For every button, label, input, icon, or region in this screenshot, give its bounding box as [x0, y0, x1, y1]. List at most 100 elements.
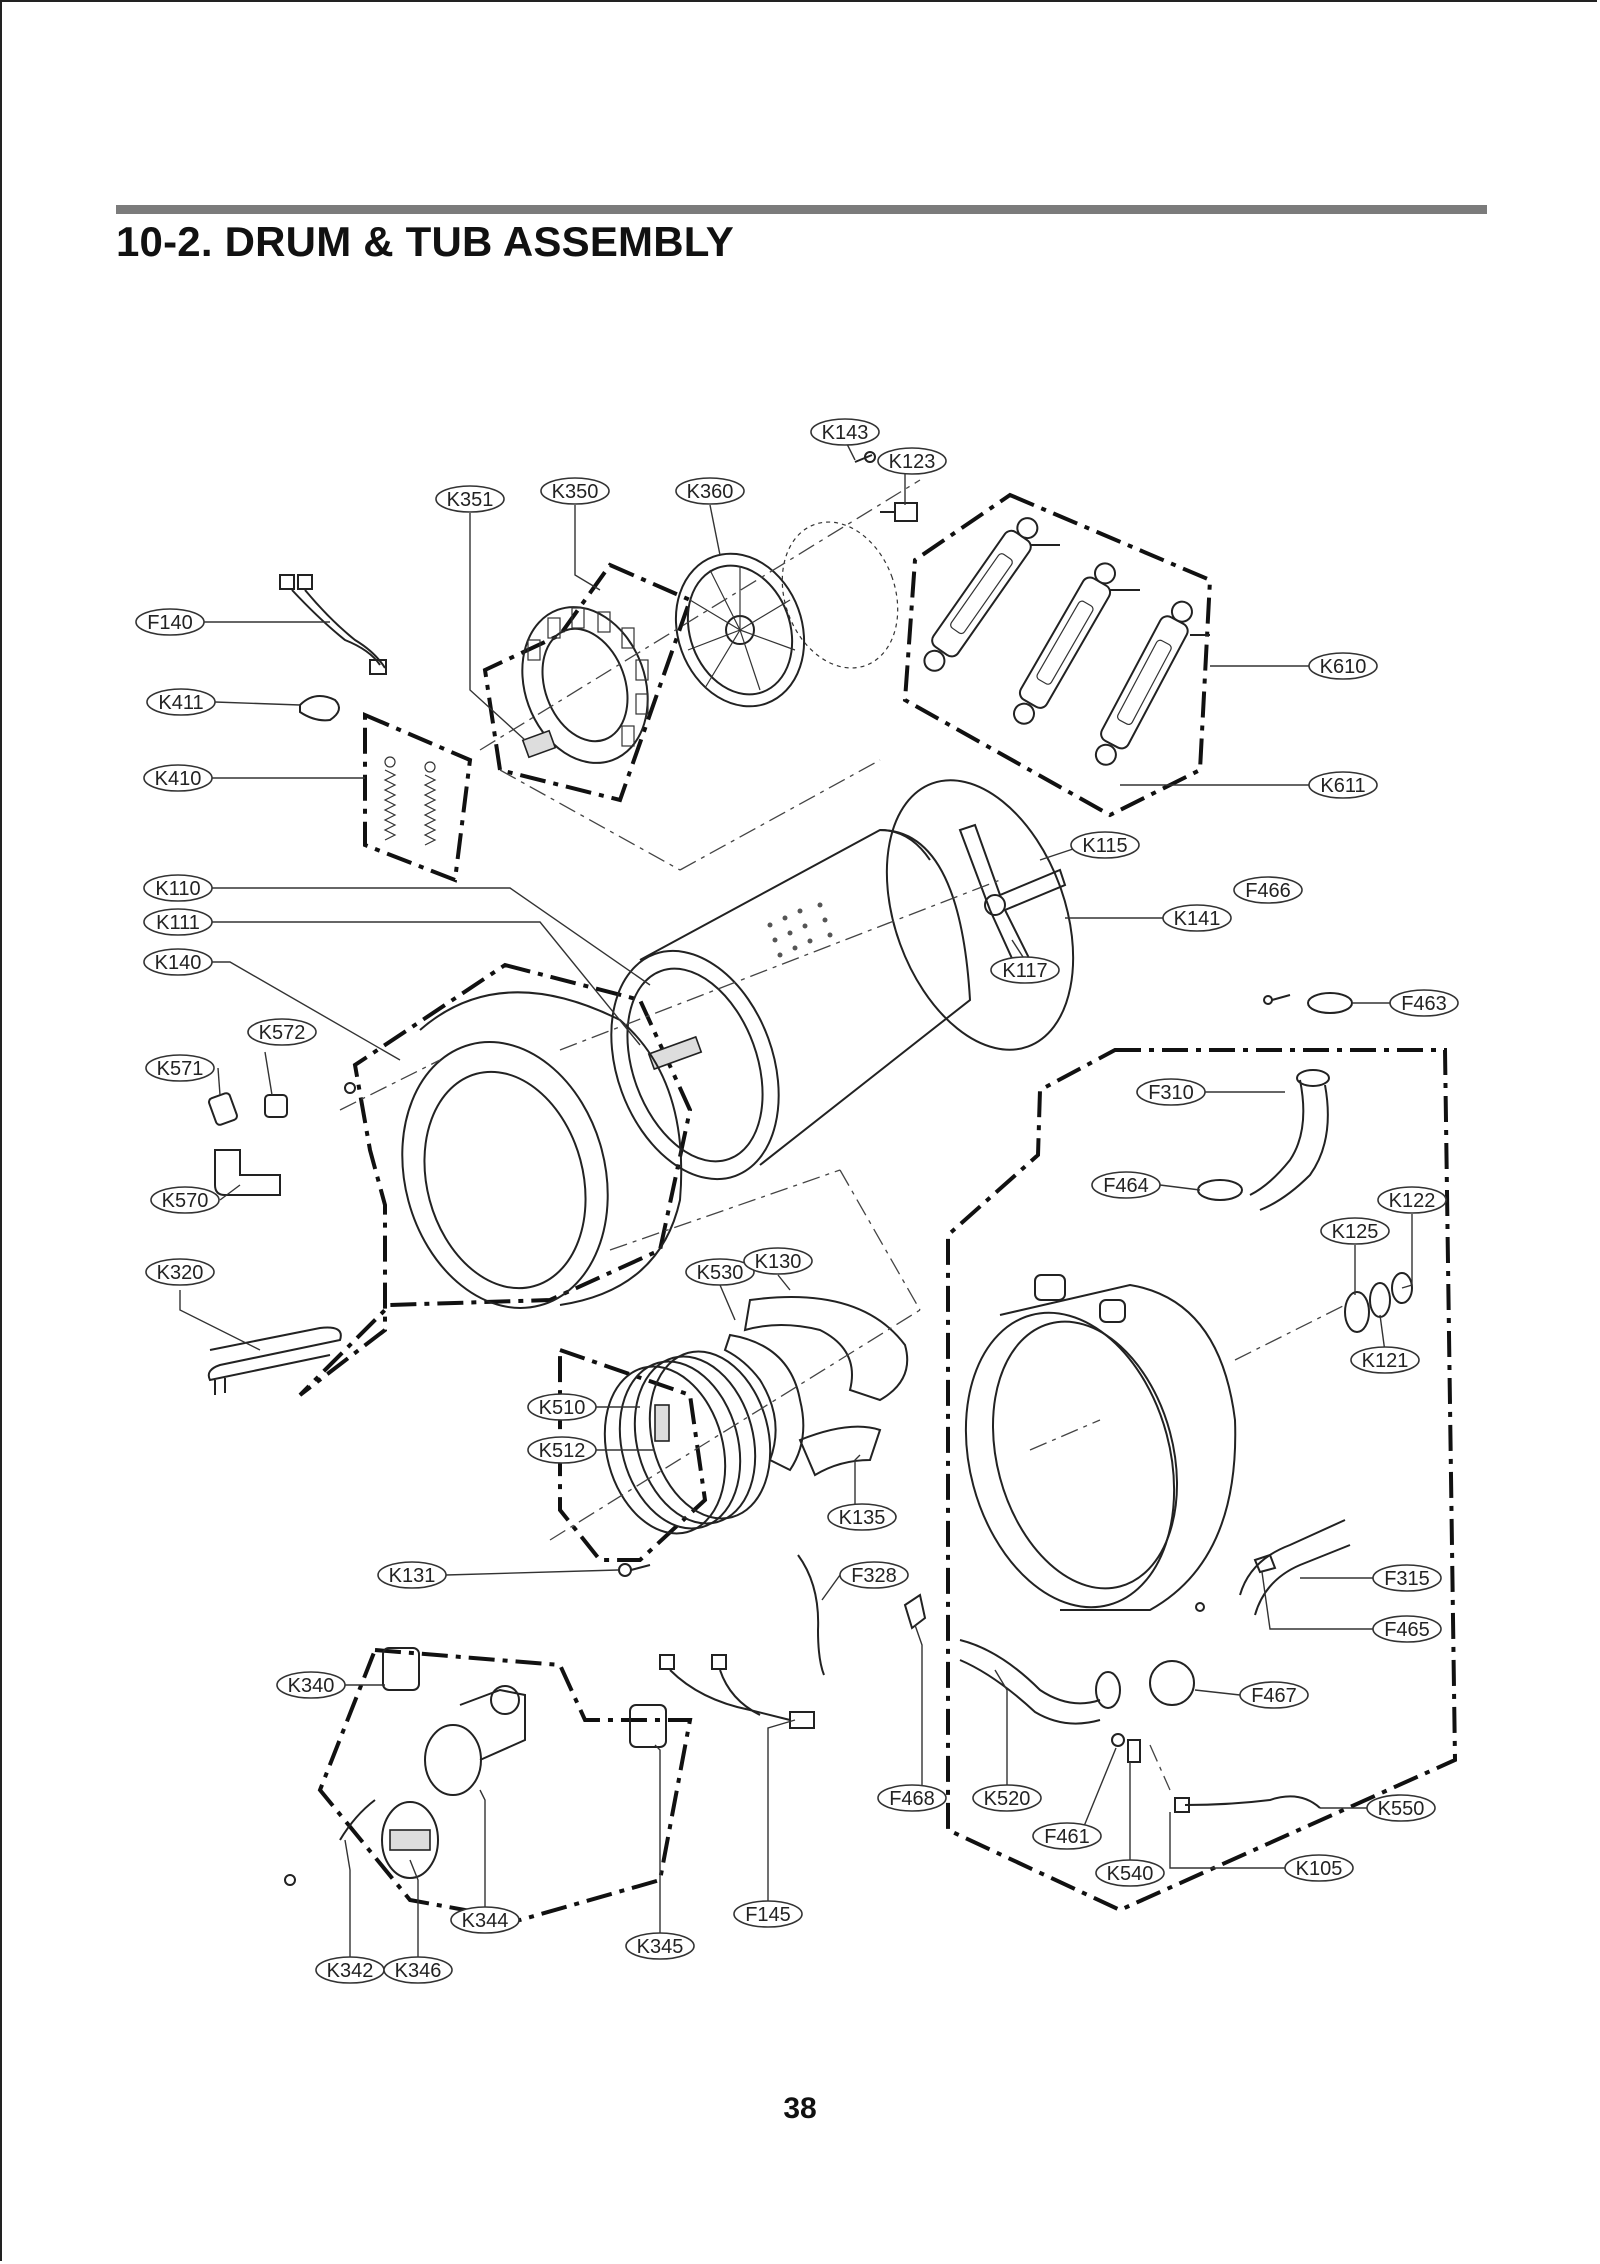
- label-k342: K342: [315, 1956, 385, 1984]
- group-outline-tub-front: [298, 962, 693, 1397]
- pulley-part: [674, 521, 899, 708]
- label-k125: K125: [1320, 1217, 1390, 1245]
- label-k141: K141: [1162, 904, 1232, 932]
- label-k123: K123: [877, 447, 947, 475]
- springs-part: [383, 756, 437, 846]
- svg-text:K520: K520: [984, 1788, 1031, 1810]
- label-k550: K550: [1366, 1794, 1436, 1822]
- label-k351: K351: [435, 485, 505, 513]
- shock-absorbers-part: [923, 517, 1210, 766]
- svg-text:F467: F467: [1251, 1685, 1297, 1707]
- part-labels: K143 K123 K351 K350 K360 F140 K411 K410 …: [135, 418, 1459, 1984]
- svg-text:F315: F315: [1384, 1568, 1430, 1590]
- drain-hose-part: [959, 1639, 1121, 1725]
- label-f464: F464: [1091, 1171, 1161, 1199]
- label-k572: K572: [247, 1018, 317, 1046]
- spider-part: [958, 823, 1067, 967]
- label-k510: K510: [527, 1393, 597, 1421]
- title-rule: [116, 205, 1487, 214]
- svg-text:K122: K122: [1389, 1190, 1436, 1212]
- label-f465: F465: [1372, 1615, 1442, 1643]
- svg-text:K611: K611: [1320, 775, 1365, 797]
- label-k140: K140: [143, 948, 213, 976]
- stator-part: [521, 606, 649, 764]
- tub-front-part: [339, 991, 683, 1309]
- label-k340: K340: [276, 1671, 346, 1699]
- group-outline-springs: [363, 711, 473, 883]
- svg-text:F145: F145: [745, 1904, 791, 1926]
- group-outline-tub-rear: [946, 1048, 1458, 1913]
- tub-seal-ring-part: [885, 779, 1075, 1051]
- leader-lines: [170, 439, 1413, 1969]
- hose-f328-part: [797, 1554, 825, 1676]
- label-k131: K131: [377, 1561, 447, 1589]
- svg-text:K411: K411: [158, 692, 203, 714]
- label-k115: K115: [1070, 831, 1140, 859]
- fittings-part: [208, 1092, 288, 1196]
- label-f466: F466: [1233, 876, 1303, 904]
- tub-screws-part: [344, 994, 1291, 1612]
- svg-text:K121: K121: [1362, 1350, 1409, 1372]
- svg-text:K110: K110: [155, 878, 200, 900]
- svg-text:F463: F463: [1401, 993, 1447, 1015]
- svg-text:K350: K350: [552, 481, 599, 503]
- svg-text:K571: K571: [157, 1058, 204, 1080]
- bearing-housing-part: [723, 1296, 909, 1477]
- svg-text:F465: F465: [1384, 1619, 1430, 1641]
- label-f140: F140: [135, 608, 205, 636]
- svg-text:K105: K105: [1296, 1858, 1343, 1880]
- svg-text:K125: K125: [1332, 1221, 1379, 1243]
- label-k121: K121: [1350, 1346, 1420, 1374]
- label-k105: K105: [1284, 1854, 1354, 1882]
- group-outline-stator: [482, 562, 693, 803]
- hose-f315-part: [1239, 1519, 1351, 1616]
- label-f328: F328: [839, 1561, 909, 1589]
- svg-text:K512: K512: [539, 1440, 586, 1462]
- svg-text:K540: K540: [1107, 1863, 1154, 1885]
- svg-text:F328: F328: [851, 1565, 897, 1587]
- label-k411: K411: [146, 688, 216, 716]
- svg-text:K130: K130: [755, 1251, 802, 1273]
- label-k135: K135: [827, 1503, 897, 1531]
- drum-part: [610, 828, 972, 1181]
- label-k540: K540: [1095, 1859, 1165, 1887]
- label-f468: F468: [877, 1784, 947, 1812]
- hose-f310-part: [1249, 1069, 1330, 1211]
- svg-text:F468: F468: [889, 1788, 935, 1810]
- svg-text:K410: K410: [155, 768, 202, 790]
- svg-text:K610: K610: [1320, 656, 1367, 678]
- label-k130: K130: [743, 1247, 813, 1275]
- label-k410: K410: [143, 764, 213, 792]
- svg-text:K115: K115: [1082, 835, 1127, 857]
- hub-bolt-part: [854, 451, 918, 522]
- harness-f145-part: [659, 1654, 815, 1729]
- clip-f468-part: [903, 1593, 927, 1630]
- svg-text:F461: F461: [1044, 1826, 1090, 1848]
- svg-text:K141: K141: [1174, 908, 1221, 930]
- page-title: 10-2. DRUM & TUB ASSEMBLY: [116, 218, 734, 265]
- label-k610: K610: [1308, 652, 1378, 680]
- svg-text:K351: K351: [447, 489, 494, 511]
- label-k117: K117: [990, 956, 1060, 984]
- svg-text:K572: K572: [259, 1022, 306, 1044]
- svg-text:K111: K111: [156, 912, 200, 934]
- harness-f140-part: [279, 574, 387, 675]
- label-f461: F461: [1032, 1822, 1102, 1850]
- label-k111: K111: [143, 908, 213, 936]
- svg-text:K123: K123: [889, 451, 936, 473]
- tub-rear-part: [964, 1274, 1237, 1611]
- pump-assembly-part: [284, 1647, 667, 1886]
- label-k611: K611: [1308, 771, 1378, 799]
- svg-text:K340: K340: [288, 1675, 335, 1697]
- svg-text:K550: K550: [1378, 1798, 1425, 1820]
- label-f463: F463: [1389, 989, 1459, 1017]
- svg-text:K345: K345: [637, 1936, 684, 1958]
- svg-text:K143: K143: [822, 422, 869, 444]
- assembly-center-lines: [479, 479, 1346, 1791]
- label-f145: F145: [733, 1900, 803, 1928]
- label-k110: K110: [143, 874, 213, 902]
- svg-text:K342: K342: [327, 1960, 374, 1982]
- svg-text:K140: K140: [155, 952, 202, 974]
- gasket-part: [603, 1350, 772, 1535]
